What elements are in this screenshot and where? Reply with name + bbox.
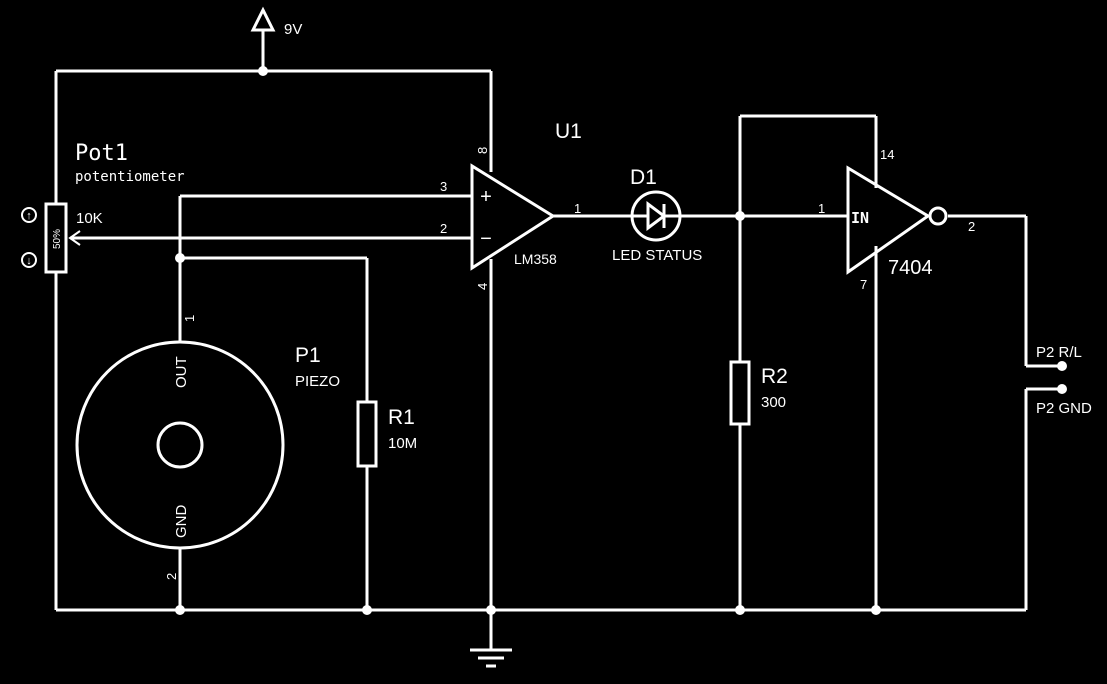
p2-gnd-terminal xyxy=(1057,384,1067,394)
led-d1: D1 LED STATUS xyxy=(612,166,702,264)
p2-gnd-label: P2 GND xyxy=(1036,400,1092,417)
resistor-r2: R2 300 xyxy=(729,360,788,426)
u1-pin-in-minus: 2 xyxy=(440,221,447,236)
pot1-wiper-position: 50% xyxy=(52,229,63,249)
junctions xyxy=(175,66,1067,615)
pot1-type: potentiometer xyxy=(75,169,185,185)
ground-symbol-icon xyxy=(470,648,512,668)
inverter-7404: IN 7404 14 1 2 7 xyxy=(818,147,975,292)
pot1-up-icon xyxy=(21,207,37,223)
junction-dot xyxy=(258,66,268,76)
inverter-part: 7404 xyxy=(888,257,933,279)
r1-value: 10M xyxy=(388,435,417,452)
pot1-down-icon xyxy=(21,252,37,268)
u1-part: LM358 xyxy=(514,251,557,267)
supply-arrow-icon xyxy=(250,6,276,32)
opamp-plus-sign: + xyxy=(480,186,492,208)
p1-type: PIEZO xyxy=(295,373,340,390)
junction-dot xyxy=(735,211,745,221)
junction-dot xyxy=(362,605,372,615)
pot1-body xyxy=(44,202,68,274)
p2-rl-terminal xyxy=(1057,361,1067,371)
wires xyxy=(54,30,1062,650)
p1-name: P1 xyxy=(295,344,321,367)
r1-name: R1 xyxy=(388,406,415,429)
opamp-triangle xyxy=(470,163,556,271)
piezo-pin-out: 1 xyxy=(182,315,197,322)
inverter-bubble xyxy=(928,206,948,226)
connector-p2: P2 R/L P2 GND xyxy=(1036,344,1092,417)
r2-value: 300 xyxy=(761,394,786,411)
pot1-value: 10K xyxy=(76,210,103,227)
inverter-triangle xyxy=(846,165,931,275)
r2-body xyxy=(729,360,751,426)
u1-pin-out: 1 xyxy=(574,201,581,216)
junction-dot xyxy=(175,605,185,615)
p2-rl-label: P2 R/L xyxy=(1036,344,1082,361)
opamp-minus-sign: − xyxy=(480,228,492,250)
junction-dot xyxy=(871,605,881,615)
inverter-pin-in: 1 xyxy=(818,201,825,216)
junction-dot xyxy=(735,605,745,615)
pot1: 50% ↑ ↓ Pot1 potentiometer 10K xyxy=(21,141,185,274)
pot1-wiper-arrow-icon xyxy=(68,230,81,246)
u1-pin-gnd: 4 xyxy=(475,283,490,290)
piezo-p1: OUT GND 1 2 P1 PIEZO xyxy=(75,315,340,580)
inverter-pin-gnd: 7 xyxy=(860,277,867,292)
piezo-out-label: OUT xyxy=(173,356,190,388)
piezo-center xyxy=(156,421,204,469)
pot1-down-glyph: ↓ xyxy=(26,255,32,267)
pot1-name: Pot1 xyxy=(75,141,128,166)
d1-label: LED STATUS xyxy=(612,247,702,264)
inverter-pin-out: 2 xyxy=(968,219,975,234)
inverter-pin-vcc: 14 xyxy=(880,147,894,162)
supply-9v: 9V xyxy=(250,6,302,38)
piezo-gnd-label: GND xyxy=(173,505,190,539)
junction-dot xyxy=(175,253,185,263)
u1-name: U1 xyxy=(555,120,582,143)
u1-pin-vcc: 8 xyxy=(475,147,490,154)
piezo-pin-gnd: 2 xyxy=(164,573,179,580)
opamp-u1: + − U1 LM358 8 4 3 2 1 xyxy=(440,120,582,290)
r1-body xyxy=(356,400,378,468)
inverter-input-label: IN xyxy=(851,209,869,227)
piezo-body xyxy=(75,340,285,550)
r2-name: R2 xyxy=(761,365,788,388)
d1-name: D1 xyxy=(630,166,657,189)
junction-dot xyxy=(486,605,496,615)
diode-icon xyxy=(646,201,667,231)
u1-pin-in-plus: 3 xyxy=(440,179,447,194)
supply-label: 9V xyxy=(284,21,302,38)
resistor-r1: R1 10M xyxy=(356,400,417,468)
pot1-up-glyph: ↑ xyxy=(26,210,32,222)
